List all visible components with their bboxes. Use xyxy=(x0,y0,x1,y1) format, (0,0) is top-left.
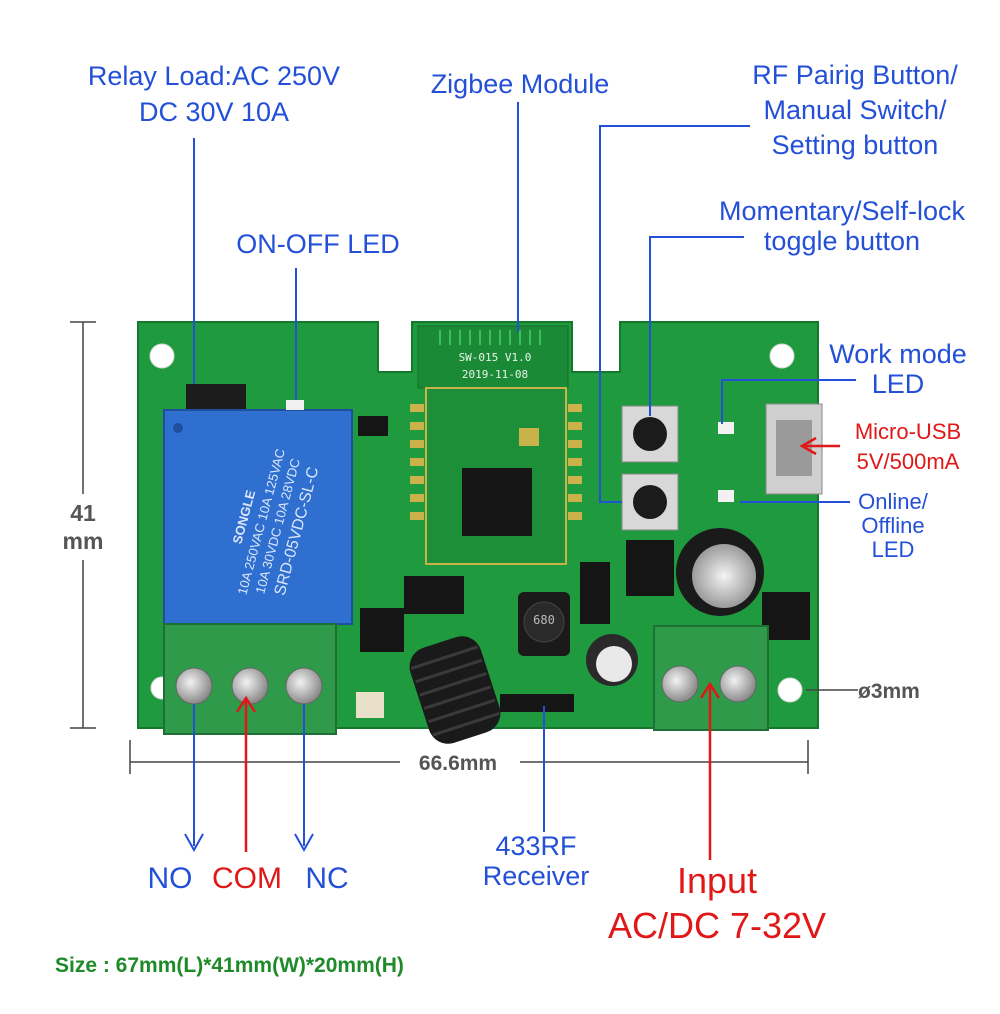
relay xyxy=(163,384,353,625)
zigbee-module-label: Zigbee Module xyxy=(430,69,610,99)
com-terminal-label: COM xyxy=(212,862,282,895)
callout-arrowheads xyxy=(184,833,314,853)
module-silkscreen: SW-015 V1.0 2019-11-08 xyxy=(440,350,550,383)
width-dimension-label: 66.6mm xyxy=(418,752,498,775)
online-line-2: Offline xyxy=(861,513,925,539)
relay-load-line-1: Relay Load:AC 250V xyxy=(87,61,341,91)
nc-terminal-label: NC xyxy=(305,862,349,895)
callout-lines-red xyxy=(235,436,840,860)
size-spec-label: Size : 67mm(L)*41mm(W)*20mm(H) xyxy=(55,954,404,977)
online-line-1: Online/ xyxy=(858,489,928,514)
height-unit: mm xyxy=(62,527,104,554)
work-mode-line-1: Work mode xyxy=(829,339,967,369)
relay-load-label: Relay Load:AC 250V DC 30V 10A xyxy=(70,61,358,127)
micro-usb-line-2: 5V/500mA xyxy=(856,449,960,475)
input-voltage-label: Input AC/DC 7-32V xyxy=(584,858,850,948)
dimension-lines xyxy=(70,321,858,774)
micro-usb-line-1: Micro-USB xyxy=(854,419,962,444)
height-value: 41 xyxy=(70,500,96,526)
momentary-label: Momentary/Self-lock toggle button xyxy=(700,196,984,256)
micro-usb-label: Micro-USB 5V/500mA xyxy=(838,419,978,475)
height-dimension-label: 41 mm xyxy=(40,500,126,555)
hole-diameter-label: ø3mm xyxy=(858,680,920,703)
on-off-led-label: ON-OFF LED xyxy=(236,229,400,259)
capacitors xyxy=(586,528,764,686)
rf-antenna-spring xyxy=(409,636,501,744)
callout-lines xyxy=(193,102,856,846)
module-date-text: 2019-11-08 xyxy=(461,367,529,381)
online-line-3: LED xyxy=(871,537,915,563)
rf-receiver-line-1: 433RF xyxy=(495,831,577,861)
relay-load-line-2: DC 30V 10A xyxy=(138,96,290,127)
momentary-line-1: Momentary/Self-lock xyxy=(718,196,966,226)
rf-pairing-line-1: RF Pairig Button/ xyxy=(752,60,958,90)
momentary-line-2: toggle button xyxy=(763,225,921,256)
input-line-2: AC/DC 7-32V xyxy=(607,905,827,946)
inductor xyxy=(518,592,570,656)
work-mode-led-label: Work mode LED xyxy=(810,339,986,399)
rf-pairing-line-3: Setting button xyxy=(771,130,939,161)
leds xyxy=(718,422,734,502)
online-offline-led-label: Online/ Offline LED xyxy=(840,489,946,563)
micro-usb-port xyxy=(765,403,823,495)
rf-receiver-label: 433RF Receiver xyxy=(464,831,608,891)
rf-pairing-line-2: Manual Switch/ xyxy=(763,95,947,126)
rf-pairing-label: RF Pairig Button/ Manual Switch/ Setting… xyxy=(730,58,980,163)
tact-buttons xyxy=(621,405,679,531)
smd-components xyxy=(286,400,810,718)
rf-receiver-line-2: Receiver xyxy=(482,860,590,891)
work-mode-line-2: LED xyxy=(871,368,925,399)
no-terminal-label: NO xyxy=(147,862,193,895)
zigbee-module xyxy=(410,325,582,565)
input-line-1: Input xyxy=(676,860,758,901)
inductor-marking: 680 xyxy=(533,613,555,627)
module-version-text: SW-015 V1.0 xyxy=(458,351,532,364)
